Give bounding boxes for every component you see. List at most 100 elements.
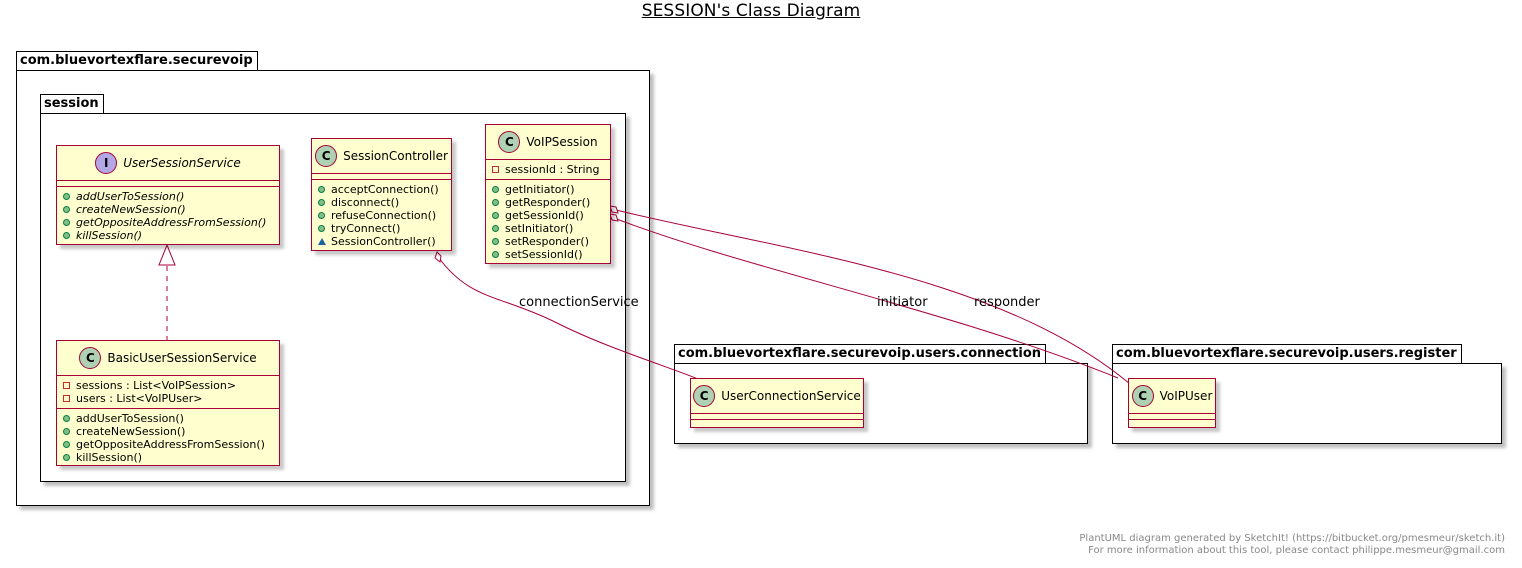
package-connection-label: com.bluevortexflare.securevoip.users.con… [674, 344, 1047, 363]
class-voip-session[interactable]: C VoIPSession sessionId : String getInit… [485, 124, 611, 264]
public-icon [63, 454, 70, 461]
method-row: acceptConnection() [318, 183, 451, 196]
package-visibility-icon [318, 238, 326, 245]
methods-section: acceptConnection() disconnect() refuseCo… [312, 180, 451, 251]
public-icon [318, 186, 325, 193]
responder-line [615, 209, 1131, 385]
method-name: createNewSession() [76, 425, 186, 438]
fields-section: sessions : List<VoIPSession> users : Lis… [57, 376, 279, 409]
method-name: killSession() [76, 451, 143, 464]
field-row: users : List<VoIPUser> [63, 392, 279, 405]
class-stereotype-icon: C [315, 145, 338, 167]
class-voip-user[interactable]: C VoIPUser [1128, 378, 1216, 428]
methods-section: addUserToSession() createNewSession() ge… [57, 187, 279, 245]
public-icon [318, 212, 325, 219]
class-name: BasicUserSessionService [107, 350, 257, 365]
method-row: tryConnect() [318, 222, 451, 235]
method-row: getOppositeAddressFromSession() [63, 438, 279, 451]
private-icon [63, 395, 70, 402]
method-row: setResponder() [492, 235, 610, 248]
class-user-session-service[interactable]: I UserSessionService addUserToSession() … [56, 145, 280, 245]
class-name: SessionController [343, 148, 448, 163]
class-header: C BasicUserSessionService [57, 341, 279, 376]
class-name: UserConnectionService [721, 388, 861, 403]
fields-section [312, 174, 451, 180]
method-name: getSessionId() [505, 209, 584, 222]
package-root-label: com.bluevortexflare.securevoip [16, 51, 258, 70]
method-name: killSession() [76, 229, 143, 242]
public-icon [63, 193, 70, 200]
class-user-connection-service[interactable]: C UserConnectionService [690, 378, 864, 428]
method-name: createNewSession() [76, 203, 186, 216]
public-icon [492, 238, 499, 245]
method-row: getResponder() [492, 196, 610, 209]
public-icon [63, 428, 70, 435]
method-name: disconnect() [331, 196, 400, 209]
generator-footer: PlantUML diagram generated by SketchIt! … [1079, 533, 1505, 557]
method-row: getSessionId() [492, 209, 610, 222]
field-name: sessionId : String [505, 163, 600, 176]
method-row: createNewSession() [63, 425, 279, 438]
public-icon [63, 219, 70, 226]
class-name: VoIPSession [526, 134, 598, 149]
public-icon [63, 206, 70, 213]
private-icon [492, 166, 499, 173]
class-basic-user-session-service[interactable]: C BasicUserSessionService sessions : Lis… [56, 340, 280, 466]
method-name: setSessionId() [505, 248, 583, 261]
method-name: getOppositeAddressFromSession() [76, 438, 265, 451]
method-row: addUserToSession() [63, 190, 279, 203]
fields-section: sessionId : String [486, 160, 610, 180]
class-session-controller[interactable]: C SessionController acceptConnection() d… [311, 138, 452, 251]
method-row: getInitiator() [492, 183, 610, 196]
method-name: getOppositeAddressFromSession() [76, 216, 267, 229]
footer-line-2: For more information about this tool, pl… [1088, 545, 1505, 556]
public-icon [318, 225, 325, 232]
public-icon [492, 251, 499, 258]
diagram-title: SESSION's Class Diagram [641, 1, 861, 21]
private-icon [63, 382, 70, 389]
method-row: setSessionId() [492, 248, 610, 261]
initiator-diamond [609, 213, 619, 222]
method-row: setInitiator() [492, 222, 610, 235]
methods-section [691, 420, 863, 425]
class-stereotype-icon: C [693, 385, 716, 407]
public-icon [63, 232, 70, 239]
method-name: SessionController() [331, 235, 436, 248]
label-initiator: initiator [877, 295, 928, 310]
methods-section [1129, 420, 1215, 425]
class-stereotype-icon: C [79, 347, 102, 369]
field-row: sessions : List<VoIPSession> [63, 379, 279, 392]
method-name: acceptConnection() [331, 183, 439, 196]
field-name: users : List<VoIPUser> [76, 392, 203, 405]
public-icon [492, 199, 499, 206]
method-name: addUserToSession() [76, 190, 185, 203]
method-row: getOppositeAddressFromSession() [63, 216, 279, 229]
field-row: sessionId : String [492, 163, 610, 176]
fields-section [1129, 414, 1215, 420]
methods-section: addUserToSession() createNewSession() ge… [57, 409, 279, 467]
public-icon [492, 212, 499, 219]
field-name: sessions : List<VoIPSession> [76, 379, 237, 392]
class-header: C UserConnectionService [691, 379, 863, 414]
method-name: tryConnect() [331, 222, 401, 235]
class-name: UserSessionService [123, 155, 241, 170]
interface-stereotype-icon: I [95, 152, 118, 174]
connection-service-diamond [434, 251, 442, 263]
public-icon [492, 225, 499, 232]
public-icon [318, 199, 325, 206]
method-row: disconnect() [318, 196, 451, 209]
package-session-label: session [40, 94, 104, 113]
realization-arrowhead [158, 243, 176, 266]
methods-section: getInitiator() getResponder() getSession… [486, 180, 610, 264]
method-row: killSession() [63, 229, 279, 242]
class-header: C VoIPUser [1129, 379, 1215, 414]
method-name: setResponder() [505, 235, 589, 248]
public-icon [63, 441, 70, 448]
class-header: C VoIPSession [486, 125, 610, 160]
method-row: addUserToSession() [63, 412, 279, 425]
connection-service-line [438, 257, 711, 385]
method-name: addUserToSession() [76, 412, 184, 425]
method-row: createNewSession() [63, 203, 279, 216]
initiator-line [613, 217, 1119, 379]
